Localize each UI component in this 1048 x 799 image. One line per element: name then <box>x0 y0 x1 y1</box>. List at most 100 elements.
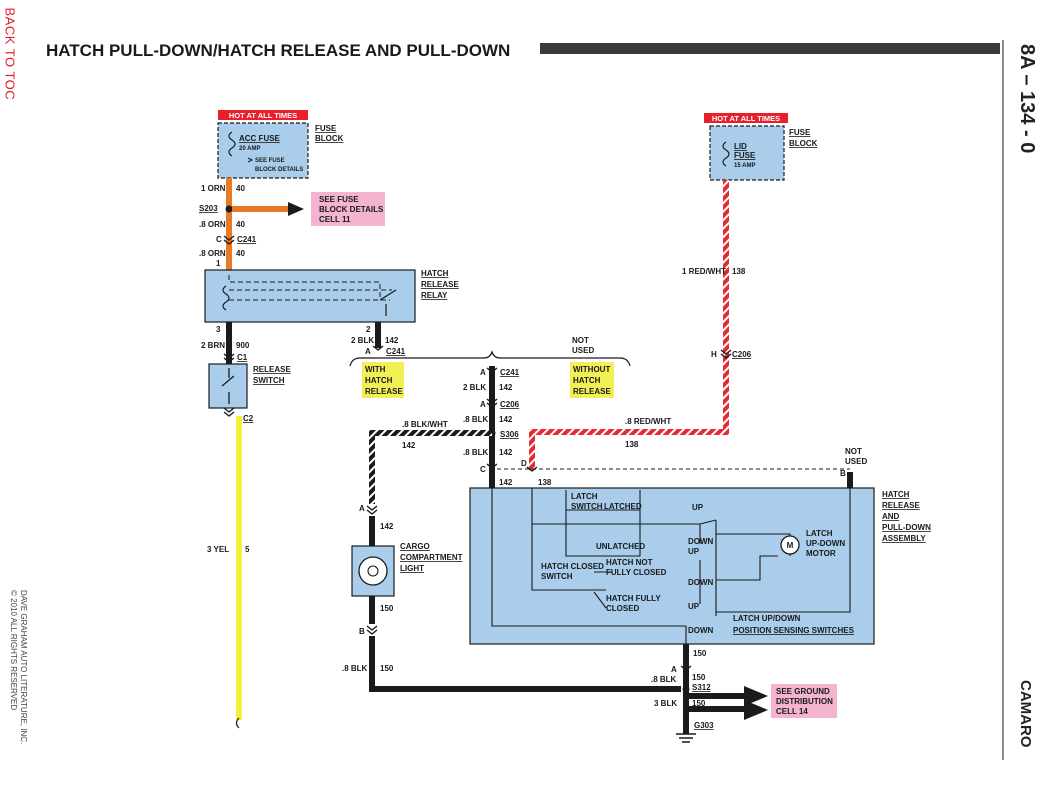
wire-label-900: 900 <box>236 341 250 350</box>
wire-label-142g: 142 <box>380 522 394 531</box>
option-bracket <box>349 350 631 367</box>
cargo-label-3: LIGHT <box>400 564 424 573</box>
relay-pin-3: 3 <box>216 325 221 334</box>
wire-label-8orn-b: .8 ORN <box>199 249 226 258</box>
wire-label-3blk: 3 BLK <box>654 699 677 708</box>
wire-label-8blk-d: .8 BLK <box>651 675 677 684</box>
wire-label-150b: 150 <box>380 664 394 673</box>
connector-a2-pin: A <box>480 368 486 377</box>
wire-label-8blkwht: .8 BLK/WHT <box>402 420 448 429</box>
connector-chevron-icon <box>223 407 235 417</box>
wire-red-white <box>529 180 729 470</box>
connector-chevron-icon <box>366 625 378 635</box>
note-2-line-2: DISTRIBUTION <box>776 697 833 706</box>
position-switch-label-1: LATCH UP/DOWN <box>733 614 801 623</box>
hot-at-all-times-tag-left <box>218 110 308 120</box>
wire-label-40a: 40 <box>236 184 245 193</box>
lid-fuse-label: FUSE <box>734 151 756 160</box>
hatch-not-fully-closed-1: HATCH NOT <box>606 558 653 567</box>
note-1-line-3: CELL 11 <box>319 215 351 224</box>
wire-label-138a: 138 <box>538 478 552 487</box>
splice-s203-label: S203 <box>199 204 218 213</box>
release-switch-contact <box>221 368 235 404</box>
relay-pin-1: 1 <box>216 259 221 268</box>
fuse-block-right-label-2: BLOCK <box>789 139 818 148</box>
note-2-line-1: SEE GROUND <box>776 687 830 696</box>
lamp-icon <box>358 556 388 586</box>
connector-h-pin: H <box>711 350 717 359</box>
arrow-right-icon <box>247 157 254 163</box>
wire-label-8blk-a: .8 BLK <box>463 415 489 424</box>
connector-chevron-icon <box>486 367 498 373</box>
wire-label-142e: 142 <box>499 448 513 457</box>
splice-s312-label: S312 <box>692 683 711 692</box>
wire-black-ground-bus <box>369 686 681 692</box>
connector-b2-pin: B <box>359 627 365 636</box>
wire-black-relay <box>375 322 381 348</box>
unlatched-label: UNLATCHED <box>596 542 645 551</box>
with-tag-2: HATCH <box>365 376 393 385</box>
connector-c-pin: C <box>216 235 222 244</box>
lamp-filament <box>367 565 379 577</box>
wire-label-142f: 142 <box>499 478 513 487</box>
without-tag-2: HATCH <box>573 376 601 385</box>
motor-label-1: LATCH <box>806 529 833 538</box>
release-switch-label-2: SWITCH <box>253 376 285 385</box>
connector-chevron-icon <box>486 463 498 469</box>
title-rule <box>540 43 1000 54</box>
wire-label-5: 5 <box>245 545 250 554</box>
connector-c241c-label: C241 <box>500 368 520 377</box>
see-fuse-text-1: SEE FUSE <box>255 158 285 164</box>
wire-label-8orn-a: .8 ORN <box>199 220 226 229</box>
connector-chevron-icon <box>526 466 538 472</box>
wire-label-8blk-c: .8 BLK <box>342 664 368 673</box>
wire-black-white <box>369 430 492 504</box>
fuse-block-right-label-1: FUSE <box>789 128 811 137</box>
lid-label: LID <box>734 142 747 151</box>
hot-label-left: HOT AT ALL TIMES <box>229 111 297 120</box>
cargo-label-2: COMPARTMENT <box>400 553 463 562</box>
wire-label-138b: 138 <box>625 440 639 449</box>
wire-brown <box>226 322 232 368</box>
connector-c241-label: C241 <box>237 235 257 244</box>
wire-black-cargo-ground <box>369 636 375 692</box>
connector-chevron-icon <box>680 665 692 671</box>
release-switch <box>208 363 248 409</box>
hatch-closed-switch-1: HATCH CLOSED <box>541 562 604 571</box>
ground-g303-label: G303 <box>694 721 714 730</box>
up-label-1: UP <box>692 503 704 512</box>
not-used-label-2: USED <box>572 346 594 355</box>
lid-fuse-amp: 15 AMP <box>734 163 755 169</box>
wire-label-142b: 142 <box>499 383 513 392</box>
connector-chevron-icon <box>366 505 378 515</box>
relay-internal-wiring <box>228 275 392 301</box>
fuse-symbol-right <box>722 141 730 167</box>
motor-label-2: UP-DOWN <box>806 539 845 548</box>
fuse-symbol-left <box>228 131 236 157</box>
assembly-label-4: PULL-DOWN <box>882 523 931 532</box>
page-title: HATCH PULL-DOWN/HATCH RELEASE AND PULL-D… <box>46 41 510 60</box>
connector-c206a-label: C206 <box>500 400 520 409</box>
cargo-label-1: CARGO <box>400 542 430 551</box>
wire-label-142c: 142 <box>499 415 513 424</box>
wire-label-150e: 150 <box>692 699 706 708</box>
assembly-label-2: RELEASE <box>882 501 920 510</box>
wire-orange <box>226 178 232 270</box>
connector-chevron-icon <box>486 398 498 408</box>
wire-black-cargo-bottom <box>369 596 375 624</box>
without-tag-1: WITHOUT <box>573 365 610 374</box>
connector-a1-pin: A <box>365 347 371 356</box>
wire-label-1redwht: 1 RED/WHT <box>682 267 726 276</box>
relay-contact <box>379 289 397 316</box>
wire-label-150a: 150 <box>380 604 394 613</box>
wire-label-150c: 150 <box>693 649 707 658</box>
connector-a3-pin: A <box>480 400 486 409</box>
splice-s203 <box>225 205 233 213</box>
assembly-label-3: AND <box>882 512 900 521</box>
not-used-right-1: NOT <box>845 447 862 456</box>
relay-label-1: HATCH <box>421 269 449 278</box>
arrow-right-icon <box>744 686 768 720</box>
wire-label-2brn: 2 BRN <box>201 341 225 350</box>
without-hatch-release-tag <box>570 362 614 398</box>
relay-label-2: RELEASE <box>421 280 459 289</box>
